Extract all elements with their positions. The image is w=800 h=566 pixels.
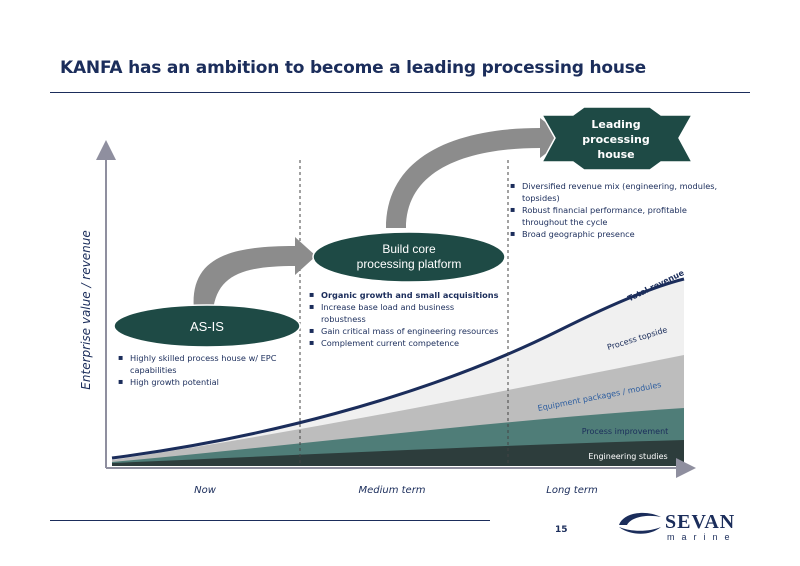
footer-divider: [50, 520, 490, 521]
asis-bullet: High growth potential: [118, 376, 298, 388]
arrow-core-to-leading: [386, 118, 566, 228]
stage-asis-label: AS-IS: [190, 319, 224, 334]
stage-core-label-2: processing platform: [357, 257, 462, 271]
stage-leading-label-1: Leading: [591, 118, 640, 131]
sevan-logo-name: SEVAN: [665, 511, 735, 533]
title-divider: [50, 92, 750, 93]
layer-engineering-studies: [112, 440, 684, 466]
core-bullet: Gain critical mass of engineering resour…: [309, 325, 499, 337]
leading-bullet: Robust financial performance, profitable…: [510, 204, 720, 228]
asis-bullet: Highly skilled process house w/ EPC capa…: [118, 352, 298, 376]
stage-core-ellipse: [312, 231, 506, 283]
sevan-logo-sub: marine: [667, 532, 737, 542]
x-label-medium: Medium term: [358, 485, 425, 496]
core-bullet: Complement current competence: [309, 337, 499, 349]
stage-leading-label-3: house: [597, 148, 634, 161]
page-title: KANFA has an ambition to become a leadin…: [60, 58, 647, 78]
total-revenue-line: [111, 277, 685, 460]
sevan-logo-swoosh-icon: [619, 512, 661, 525]
arrow-asis-to-core: [193, 237, 316, 311]
leading-bullet: Broad geographic presence: [510, 228, 720, 240]
y-axis-label: Enterprise value / revenue: [79, 230, 93, 389]
leading-bullets: Diversified revenue mix (engineering, mo…: [510, 180, 720, 240]
core-bullets: Organic growth and small acquisitions In…: [309, 289, 499, 349]
label-process-improvement: Process improvement: [582, 427, 669, 436]
leading-bullet: Diversified revenue mix (engineering, mo…: [510, 180, 720, 204]
sevan-logo-swoosh-icon: [619, 527, 661, 534]
sevan-logo: SEVAN marine: [619, 511, 737, 542]
x-label-long: Long term: [546, 485, 598, 496]
stage-leading-label-2: processing: [582, 133, 649, 146]
x-label-now: Now: [194, 485, 217, 496]
stage-leading-star: [540, 106, 694, 171]
stage-asis-ellipse: [113, 304, 301, 348]
core-bullet: Increase base load and business robustne…: [309, 301, 499, 325]
core-bullet: Organic growth and small acquisitions: [309, 289, 499, 301]
label-engineering-studies: Engineering studies: [588, 452, 667, 461]
asis-bullets: Highly skilled process house w/ EPC capa…: [118, 352, 298, 388]
stage-core-label-1: Build core: [382, 242, 436, 256]
page-number: 15: [555, 525, 568, 535]
